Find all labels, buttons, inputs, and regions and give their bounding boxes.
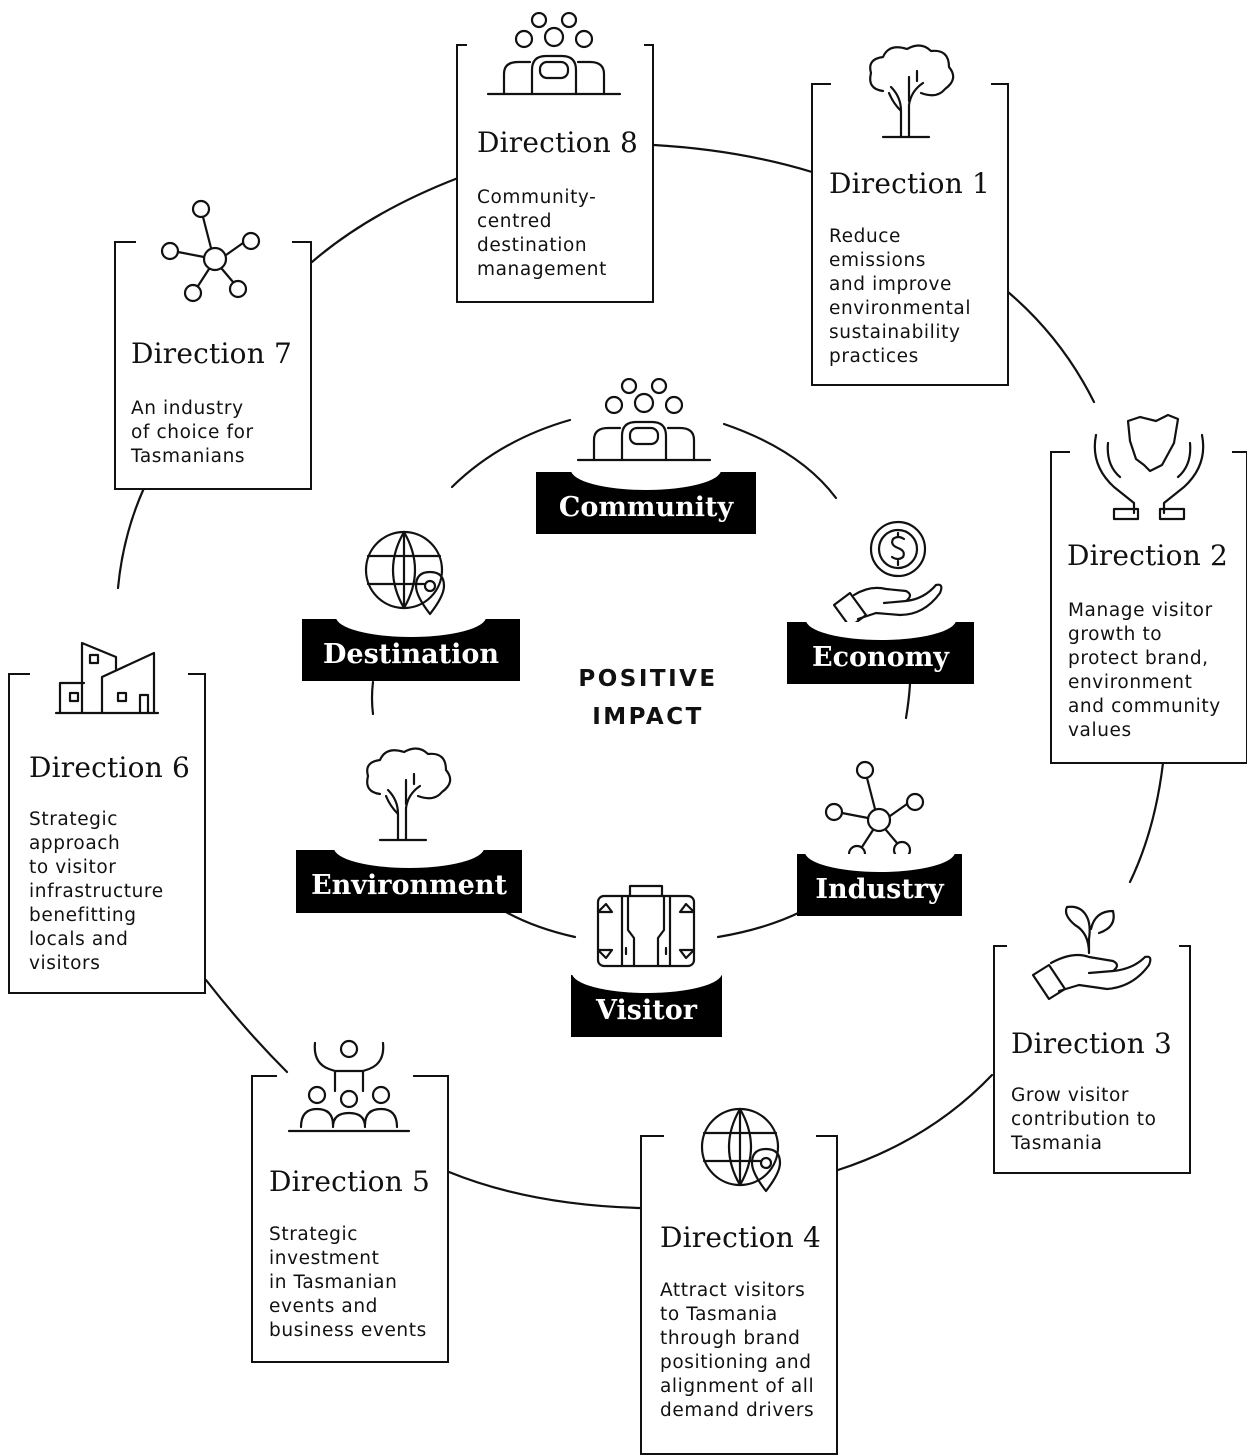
- globe-pin-icon: [364, 530, 446, 616]
- pillar-label-economy: Economy: [787, 622, 974, 684]
- people-group-icon: [576, 378, 712, 462]
- hand-sprout-icon: [1031, 905, 1152, 1001]
- direction-title: Direction 4: [660, 1221, 822, 1254]
- pillar-label-industry: Industry: [797, 854, 962, 916]
- buildings-icon: [54, 641, 160, 715]
- direction-title: Direction 3: [1011, 1027, 1173, 1060]
- suitcase-icon: [596, 884, 696, 968]
- direction-title: Direction 5: [269, 1165, 431, 1198]
- hand-coin-icon: [832, 520, 943, 629]
- tree-icon: [869, 44, 955, 139]
- tree-icon: [366, 747, 452, 842]
- globe-pin-icon: [700, 1107, 782, 1193]
- direction-title: Direction 8: [477, 126, 639, 159]
- people-group-icon: [486, 12, 622, 96]
- direction-title: Direction 1: [829, 167, 991, 200]
- pillar-label-visitor: Visitor: [571, 975, 722, 1037]
- hands-tasmania-icon: [1093, 413, 1205, 521]
- pillar-label-destination: Destination: [302, 619, 520, 681]
- network-nodes-icon: [160, 199, 261, 303]
- pillar-label-environment: Environment: [296, 850, 522, 913]
- audience-cheer-icon: [287, 1039, 411, 1133]
- direction-title: Direction 6: [29, 751, 191, 784]
- direction-title: Direction 7: [131, 337, 293, 370]
- center-title: POSITIVE IMPACT: [578, 666, 718, 730]
- direction-title: Direction 2: [1067, 539, 1229, 572]
- pillar-label-community: Community: [536, 472, 756, 534]
